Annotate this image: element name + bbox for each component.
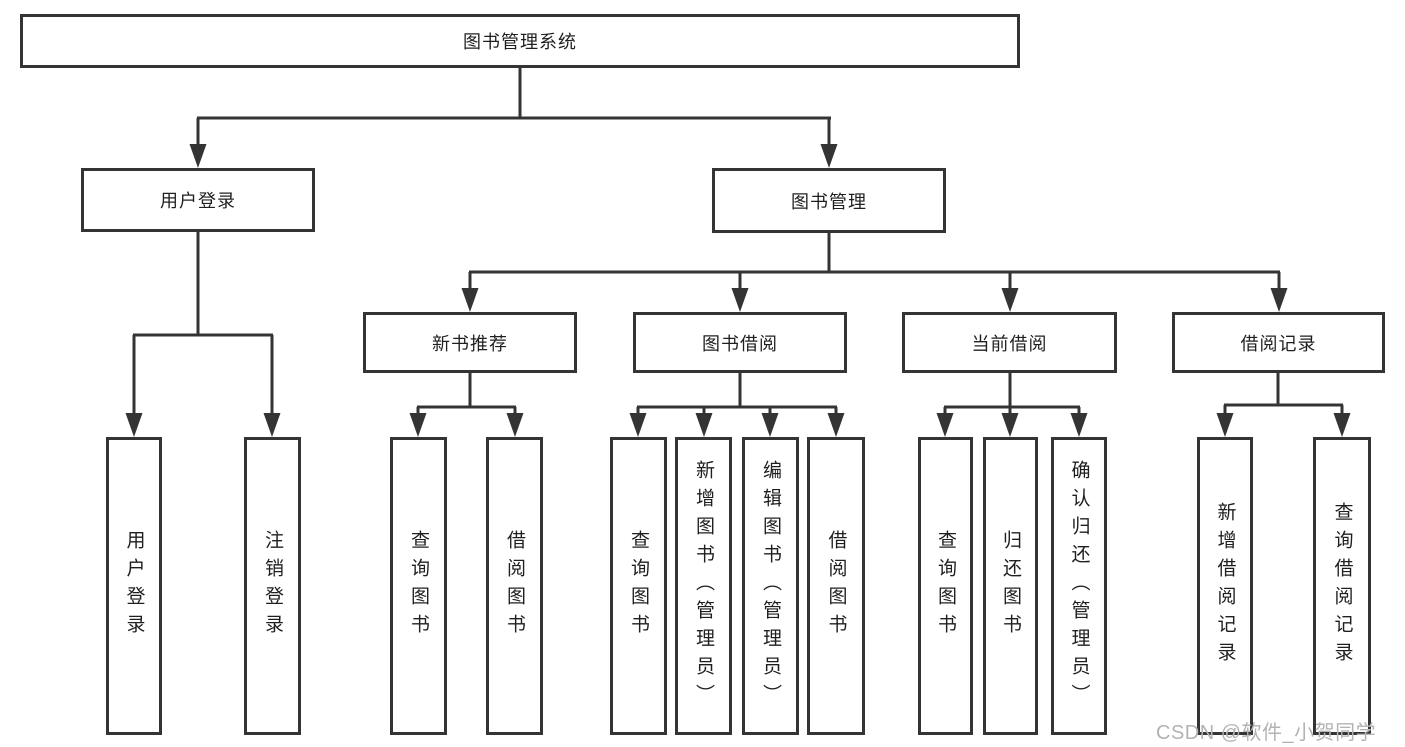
- arrowhead-icon: [1070, 413, 1088, 437]
- arrowhead-icon: [731, 288, 749, 312]
- watermark: CSDN @软件_小贺同学: [1156, 722, 1377, 744]
- arrowhead-icon: [461, 288, 479, 312]
- leaf-record-query: 查询借阅记录: [1313, 437, 1371, 735]
- node-new-book-recommend-label: 新书推荐: [432, 333, 508, 354]
- node-root-label: 图书管理系统: [463, 32, 577, 52]
- arrowhead-icon: [820, 144, 838, 168]
- leaf-record-add: 新增借阅记录: [1197, 437, 1253, 735]
- node-current-borrow: 当前借阅: [902, 312, 1117, 373]
- node-user-login: 用户登录: [81, 168, 315, 232]
- leaf-borrow-edit-admin: 编辑图书（管理员）: [742, 437, 799, 735]
- leaf-current-confirm-admin-label: 确认归还（管理员）: [1068, 460, 1090, 712]
- arrowhead-icon: [506, 413, 524, 437]
- leaf-newbook-borrow: 借阅图书: [486, 437, 543, 735]
- arrowhead-icon: [1333, 413, 1351, 437]
- leaf-record-add-label: 新增借阅记录: [1214, 502, 1236, 670]
- node-borrow-record: 借阅记录: [1172, 312, 1385, 373]
- leaf-newbook-query: 查询图书: [390, 437, 447, 735]
- leaf-borrow-add-admin: 新增图书（管理员）: [675, 437, 732, 735]
- arrowhead-icon: [827, 413, 845, 437]
- leaf-borrow-edit-admin-label: 编辑图书（管理员）: [760, 460, 781, 712]
- leaf-newbook-query-label: 查询图书: [408, 530, 429, 642]
- arrowhead-icon: [125, 413, 143, 437]
- node-new-book-recommend: 新书推荐: [363, 312, 577, 373]
- arrowhead-icon: [263, 413, 281, 437]
- node-book-borrow: 图书借阅: [633, 312, 847, 373]
- leaf-logout-label: 注销登录: [262, 530, 283, 642]
- leaf-user-login-label: 用户登录: [123, 530, 145, 642]
- leaf-borrow-borrow-label: 借阅图书: [825, 530, 847, 642]
- arrowhead-icon: [189, 144, 207, 168]
- leaf-current-query: 查询图书: [918, 437, 973, 735]
- node-book-management-label: 图书管理: [791, 191, 867, 212]
- leaf-user-login: 用户登录: [106, 437, 162, 735]
- leaf-current-return: 归还图书: [983, 437, 1038, 735]
- node-current-borrow-label: 当前借阅: [971, 333, 1048, 354]
- leaf-record-query-label: 查询借阅记录: [1331, 502, 1353, 670]
- leaf-borrow-borrow: 借阅图书: [807, 437, 865, 735]
- leaf-borrow-query: 查询图书: [610, 437, 667, 735]
- arrowhead-icon: [1001, 413, 1019, 437]
- arrowhead-icon: [1001, 288, 1019, 312]
- node-book-borrow-label: 图书借阅: [702, 333, 778, 354]
- leaf-borrow-query-label: 查询图书: [628, 530, 649, 642]
- node-root: 图书管理系统: [20, 14, 1020, 68]
- node-book-management: 图书管理: [712, 168, 946, 233]
- arrowhead-icon: [629, 413, 647, 437]
- arrowhead-icon: [1270, 288, 1288, 312]
- node-user-login-label: 用户登录: [160, 191, 236, 211]
- node-borrow-record-label: 借阅记录: [1240, 333, 1317, 354]
- leaf-current-confirm-admin: 确认归还（管理员）: [1051, 437, 1107, 735]
- arrowhead-icon: [695, 413, 713, 437]
- arrowhead-icon: [409, 413, 427, 437]
- leaf-logout: 注销登录: [244, 437, 301, 735]
- leaf-current-return-label: 归还图书: [1000, 530, 1021, 642]
- arrowhead-icon: [1216, 413, 1234, 437]
- leaf-newbook-borrow-label: 借阅图书: [504, 530, 525, 642]
- leaf-borrow-add-admin-label: 新增图书（管理员）: [693, 460, 714, 712]
- leaf-current-query-label: 查询图书: [935, 530, 956, 642]
- arrowhead-icon: [761, 413, 779, 437]
- arrowhead-icon: [936, 413, 954, 437]
